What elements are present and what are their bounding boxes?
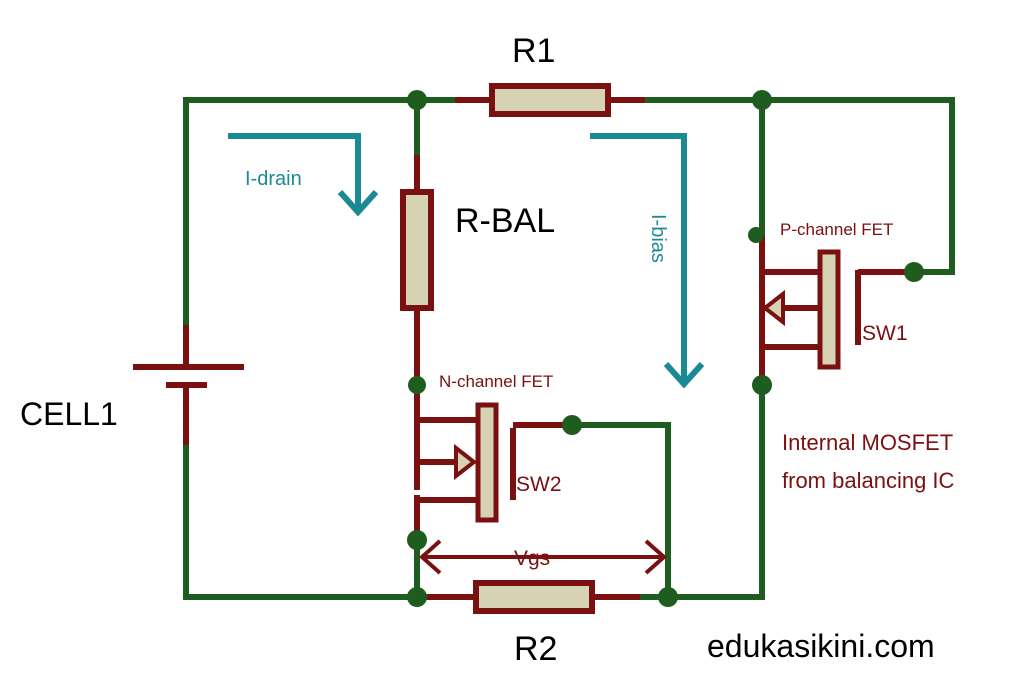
watermark: edukasikini.com [707,628,935,664]
wire-top-left [183,97,463,333]
wire-top-right [637,97,955,275]
note-line-1: Internal MOSFET [782,430,953,455]
note-line-2: from balancing IC [782,468,955,493]
resistor-r-bal [400,189,434,311]
resistors [400,83,611,614]
wire-sw2-gate [569,422,671,600]
resistor-r1 [489,83,611,117]
wire-bottom-left [183,442,443,600]
sw1-label: SW1 [862,322,908,345]
r-bal-label: R-BAL [455,202,555,240]
r1-label: R1 [512,32,555,70]
i-bias-label: I-bias [647,214,669,263]
resistor-r2 [473,580,595,614]
battery-cell1 [133,364,244,388]
r2-label: R2 [514,630,557,668]
n-channel-fet-label: N-channel FET [439,372,553,391]
fet-bodies [475,249,841,523]
sw1-channel-arrow [761,289,785,327]
i-drain-arrow [228,133,361,210]
cell1-label: CELL1 [20,396,118,432]
vgs-label: Vgs [514,547,550,570]
sw1-body [817,249,841,370]
sw2-channel-arrow [454,443,478,481]
current-arrows [228,133,705,389]
junction-dots [407,90,924,607]
i-bias-arrow [590,133,687,382]
i-drain-label: I-drain [245,168,302,190]
sw2-label: SW2 [516,473,562,496]
wires [183,97,955,600]
sw2-body [475,402,499,523]
p-channel-fet-label: P-channel FET [780,220,893,239]
